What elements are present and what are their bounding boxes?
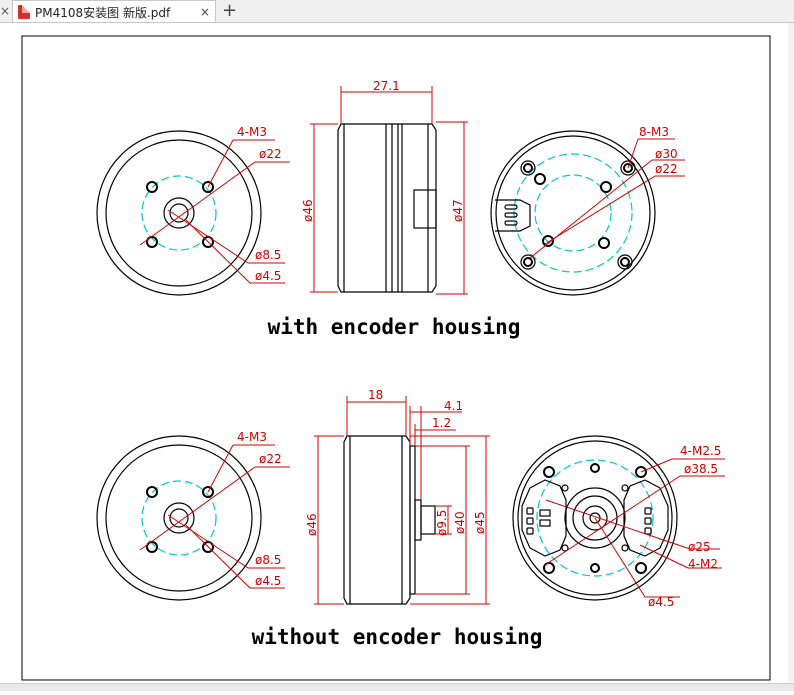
caption-without-encoder: without encoder housing bbox=[252, 625, 543, 649]
top-front-holes-label: 4-M3 bbox=[237, 125, 267, 139]
top-front-bore-label: ø8.5 bbox=[255, 248, 281, 262]
top-side-length-label: 27.1 bbox=[373, 79, 400, 93]
close-icon[interactable]: × bbox=[0, 4, 11, 18]
bottom-back-holes1-label: 4-M2.5 bbox=[680, 444, 721, 458]
top-side-dleft-label: ø46 bbox=[301, 199, 315, 222]
new-tab-button[interactable]: + bbox=[222, 0, 238, 21]
top-back-holes-label: 8-M3 bbox=[639, 125, 669, 139]
top-side-dimensions bbox=[310, 86, 468, 295]
tab-bar: × PM4108安装图 新版.pdf × + bbox=[0, 0, 794, 23]
bottom-back-holes2-label: 4-M2 bbox=[688, 557, 718, 571]
bottom-side-dhub-label: ø40 bbox=[453, 511, 467, 534]
bottom-side-dimensions bbox=[314, 396, 490, 605]
bottom-side-dright-label: ø45 bbox=[473, 511, 487, 534]
top-back-view bbox=[490, 130, 656, 296]
bottom-side-shaft-label: 4.1 bbox=[444, 399, 463, 413]
bottom-back-dimensions bbox=[544, 458, 725, 598]
top-back-outer-label: ø30 bbox=[655, 147, 678, 161]
technical-drawing: 4-M3 ø22 ø8.5 ø4.5 27.1 ø46 ø47 bbox=[21, 35, 771, 681]
top-front-center-label: ø4.5 bbox=[255, 269, 281, 283]
bottom-front-holes-label: 4-M3 bbox=[237, 430, 267, 444]
top-front-view bbox=[96, 130, 262, 296]
bottom-back-view bbox=[512, 435, 678, 601]
bottom-back-inner-label: ø25 bbox=[688, 540, 711, 554]
top-front-pcd-label: ø22 bbox=[259, 147, 282, 161]
pdf-file-icon bbox=[18, 5, 30, 19]
pdf-page: 4-M3 ø22 ø8.5 ø4.5 27.1 ø46 ø47 bbox=[0, 23, 794, 691]
drawing-frame bbox=[21, 35, 771, 681]
bottom-front-pcd-label: ø22 bbox=[259, 452, 282, 466]
top-side-dright-label: ø47 bbox=[451, 199, 465, 222]
bottom-side-view bbox=[343, 435, 436, 605]
document-tab[interactable]: PM4108安装图 新版.pdf × bbox=[12, 0, 216, 22]
bottom-front-view bbox=[96, 435, 262, 601]
top-back-inner-label: ø22 bbox=[655, 162, 678, 176]
bottom-side-dshaft-label: ø9.5 bbox=[435, 510, 449, 536]
bottom-side-dleft-label: ø46 bbox=[305, 513, 319, 536]
bottom-front-center-label: ø4.5 bbox=[255, 574, 281, 588]
top-front-dimensions bbox=[139, 139, 290, 284]
tab-close-button[interactable]: × bbox=[199, 5, 210, 19]
bottom-side-length-label: 18 bbox=[368, 388, 383, 402]
top-side-view bbox=[337, 123, 437, 293]
bottom-front-bore-label: ø8.5 bbox=[255, 553, 281, 567]
vertical-scrollbar[interactable] bbox=[788, 23, 794, 683]
top-back-dimensions bbox=[529, 138, 685, 259]
caption-with-encoder: with encoder housing bbox=[268, 315, 521, 339]
horizontal-scrollbar[interactable] bbox=[0, 683, 794, 691]
bottom-side-step-label: 1.2 bbox=[432, 416, 451, 430]
bottom-front-dimensions bbox=[139, 444, 290, 589]
tab-title: PM4108安装图 新版.pdf bbox=[35, 6, 171, 20]
bottom-back-pcd-label: ø38.5 bbox=[684, 462, 718, 476]
bottom-back-center-label: ø4.5 bbox=[648, 595, 674, 609]
